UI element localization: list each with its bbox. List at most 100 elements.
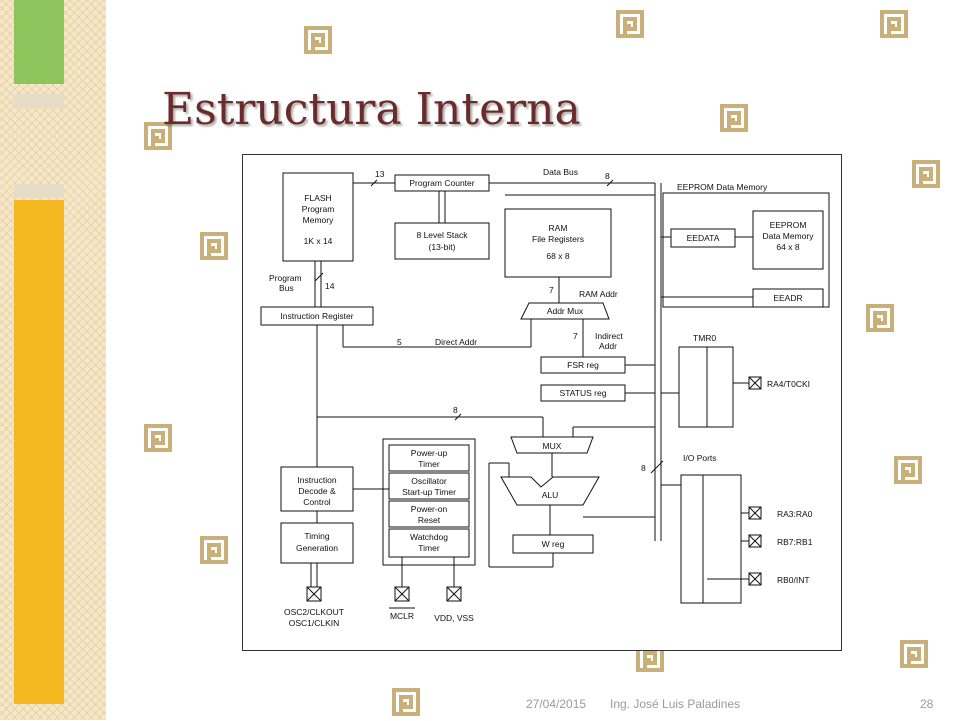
indirect-addr-label-2: Addr bbox=[599, 341, 617, 351]
greek-key-icon bbox=[144, 424, 172, 452]
svg-text:8: 8 bbox=[605, 171, 610, 181]
orange-bar bbox=[14, 200, 64, 704]
timing-line1: Timing bbox=[304, 531, 329, 541]
pin-ra4 bbox=[748, 376, 762, 390]
eeprom-group-title: EEPROM Data Memory bbox=[677, 182, 768, 192]
greek-key-icon bbox=[912, 160, 940, 188]
vdd-vss-label: VDD, VSS bbox=[434, 613, 474, 623]
eeprom-group-outline bbox=[662, 192, 830, 308]
greek-key-icon bbox=[720, 104, 748, 132]
indirect-addr-label-1: Indirect bbox=[595, 331, 624, 341]
addr-mux-block bbox=[520, 302, 610, 320]
svg-text:14: 14 bbox=[325, 281, 335, 291]
status-label: STATUS reg bbox=[560, 388, 607, 398]
svg-text:Start-up Timer: Start-up Timer bbox=[402, 487, 456, 497]
decode-line3: Control bbox=[303, 497, 331, 507]
svg-text:Timer: Timer bbox=[418, 543, 440, 553]
greek-key-icon bbox=[900, 640, 928, 668]
pin-ra3-label: RA3:RA0 bbox=[777, 509, 813, 519]
pin-osc bbox=[306, 586, 322, 602]
io-ports-block bbox=[680, 474, 742, 604]
ram-addr-label: RAM Addr bbox=[579, 289, 618, 299]
cream-bar-top bbox=[14, 94, 64, 108]
io-ports-title: I/O Ports bbox=[683, 453, 717, 463]
svg-text:5: 5 bbox=[397, 337, 402, 347]
green-bar bbox=[14, 0, 64, 84]
watchdog-timer-block bbox=[388, 528, 470, 558]
osc-pin-label-1: OSC2/CLKOUT bbox=[284, 607, 344, 617]
greek-key-icon bbox=[866, 304, 894, 332]
program-bus-label-1: Program bbox=[269, 273, 302, 283]
tmr0-block bbox=[678, 346, 734, 428]
osc-pin-label-2: OSC1/CLKIN bbox=[289, 618, 340, 628]
greek-key-icon bbox=[880, 10, 908, 38]
tmr0-title: TMR0 bbox=[693, 333, 716, 343]
eedata-label: EEDATA bbox=[687, 233, 720, 243]
mux-block bbox=[510, 436, 594, 454]
pin-rb0-int bbox=[748, 572, 762, 586]
pic-block-diagram: FLASH Program Memory 1K x 14 Program Cou… bbox=[242, 154, 842, 651]
alu-block bbox=[500, 476, 600, 506]
footer-author: Ing. José Luis Paladines bbox=[610, 697, 741, 711]
eeprom-mem-line2: Data Memory bbox=[762, 231, 814, 241]
flash-memory-block bbox=[282, 172, 354, 262]
flash-line2: Program bbox=[302, 204, 335, 214]
pin-rb7-rb1 bbox=[748, 534, 762, 548]
pin-rb0-label: RB0/INT bbox=[777, 575, 810, 585]
alu-label: ALU bbox=[542, 490, 559, 500]
ram-line2: File Registers bbox=[532, 234, 584, 244]
svg-text:Power-up: Power-up bbox=[411, 448, 448, 458]
greek-key-icon bbox=[200, 232, 228, 260]
flash-size: 1K x 14 bbox=[304, 236, 333, 246]
svg-text:Power-on: Power-on bbox=[411, 504, 448, 514]
greek-key-icon bbox=[144, 122, 172, 150]
flash-title: FLASH bbox=[304, 193, 331, 203]
ram-line3: 68 x 8 bbox=[546, 251, 569, 261]
data-bus-label: Data Bus bbox=[543, 167, 578, 177]
poweron-reset-block bbox=[388, 500, 470, 528]
greek-key-icon bbox=[304, 26, 332, 54]
bus-lines: 13 Data Bus 8 Program Bus 14 5 Direct Ad… bbox=[269, 167, 753, 587]
timing-line2: Generation bbox=[296, 543, 338, 553]
pin-ra3-ra0 bbox=[748, 506, 762, 520]
oscillator-timer-block bbox=[388, 472, 470, 500]
svg-text:7: 7 bbox=[573, 331, 578, 341]
pin-ra4-label: RA4/T0CKI bbox=[767, 379, 810, 389]
cream-bar-mid bbox=[14, 184, 64, 198]
pin-vdd-vss bbox=[446, 586, 462, 602]
greek-key-icon bbox=[200, 536, 228, 564]
flash-line3: Memory bbox=[303, 215, 334, 225]
stack-block bbox=[394, 222, 490, 260]
slide-title: Estructura Interna bbox=[162, 84, 581, 135]
eeprom-mem-line1: EEPROM bbox=[770, 220, 807, 230]
greek-key-icon bbox=[392, 688, 420, 716]
instruction-register-label: Instruction Register bbox=[280, 311, 353, 321]
fsr-label: FSR reg bbox=[567, 360, 599, 370]
svg-text:Reset: Reset bbox=[418, 515, 441, 525]
pin-mclr bbox=[394, 586, 410, 602]
eeadr-block bbox=[752, 288, 824, 308]
w-register-label: W reg bbox=[542, 539, 565, 549]
decode-line2: Decode & bbox=[298, 486, 336, 496]
timers-group-outline bbox=[382, 438, 476, 566]
stack-line2: (13-bit) bbox=[429, 242, 456, 252]
powerup-timer-block bbox=[388, 444, 470, 472]
greek-key-icon bbox=[616, 10, 644, 38]
addr-mux-label: Addr Mux bbox=[547, 306, 584, 316]
direct-addr-label: Direct Addr bbox=[435, 337, 477, 347]
svg-text:Watchdog: Watchdog bbox=[410, 532, 448, 542]
ram-line1: RAM bbox=[549, 223, 568, 233]
svg-text:13: 13 bbox=[375, 169, 385, 179]
mux-label: MUX bbox=[543, 441, 562, 451]
pin-rb7-label: RB7:RB1 bbox=[777, 537, 813, 547]
svg-text:7: 7 bbox=[549, 285, 554, 295]
program-bus-label-2: Bus bbox=[279, 283, 294, 293]
svg-text:8: 8 bbox=[641, 463, 646, 473]
svg-text:8: 8 bbox=[453, 405, 458, 415]
decode-line1: Instruction bbox=[297, 475, 336, 485]
stack-line1: 8 Level Stack bbox=[416, 230, 468, 240]
svg-text:Oscillator: Oscillator bbox=[411, 476, 447, 486]
eeprom-mem-line3: 64 x 8 bbox=[776, 242, 799, 252]
footer-date: 27/04/2015 bbox=[526, 697, 587, 711]
eedata-block bbox=[670, 228, 736, 248]
